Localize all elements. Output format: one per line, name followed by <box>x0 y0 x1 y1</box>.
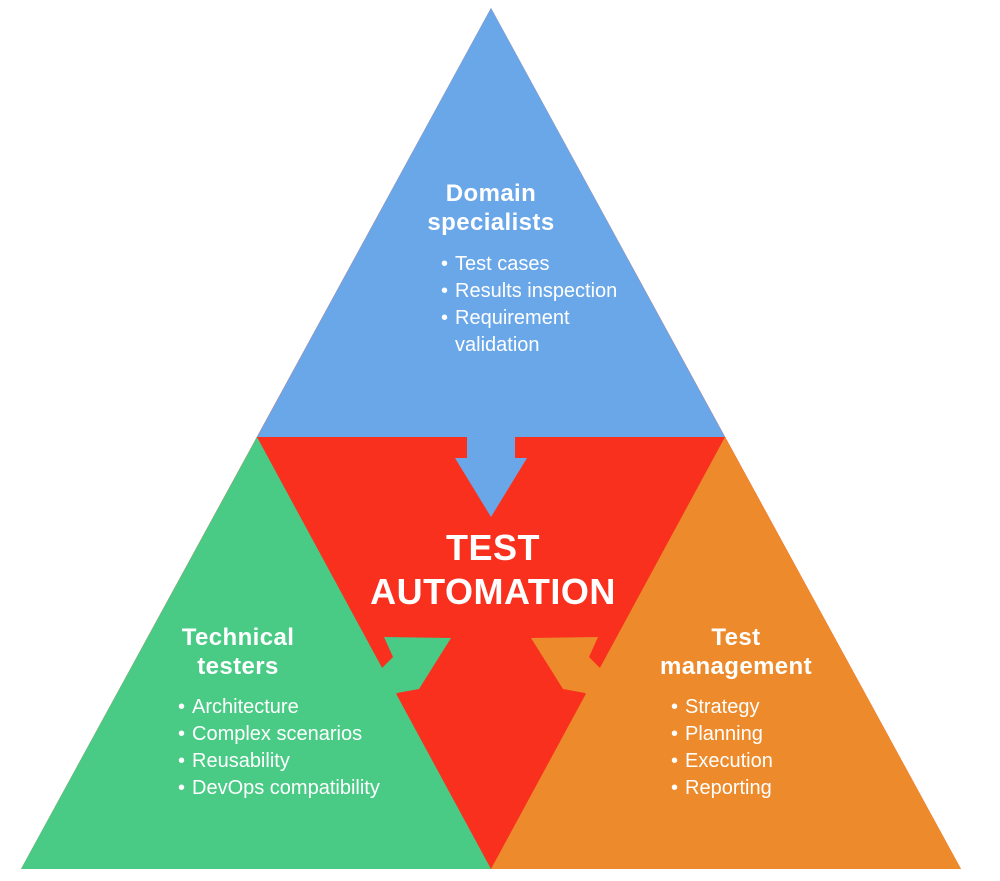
technical-testers-heading-line2: testers <box>197 653 279 680</box>
bullet-text: Test cases <box>455 253 550 275</box>
bullet-text: Strategy <box>685 696 760 718</box>
technical-testers-heading-line1: Technical <box>181 624 295 651</box>
list-item: • Strategy <box>671 694 891 721</box>
domain-specialists-heading: Domain specialists <box>341 179 641 237</box>
list-item: • Requirement validation <box>441 305 646 359</box>
bullet-text: DevOps compatibility <box>192 777 380 799</box>
orange-up-left-arrow-icon <box>531 637 709 813</box>
center-title-line1: TEST <box>445 527 540 568</box>
technical-testers-bullet-list: • Architecture • Complex scenarios • Reu… <box>178 694 418 802</box>
bullet-icon: • <box>178 777 186 799</box>
list-item: • Execution <box>671 748 891 775</box>
bullet-icon: • <box>671 696 679 718</box>
bullet-text: Reporting <box>685 777 772 799</box>
list-item: • Reusability <box>178 748 418 775</box>
list-item: • Reporting <box>671 775 891 802</box>
bullet-icon: • <box>671 750 679 772</box>
test-management-bullet-list: • Strategy • Planning • Execution • Repo… <box>671 694 891 802</box>
test-management-heading: Test management <box>586 623 886 681</box>
bullet-text: Results inspection <box>455 280 618 302</box>
bullet-text: Complex scenarios <box>192 723 363 745</box>
blue-down-arrow-icon <box>455 396 527 517</box>
domain-specialists-heading-line1: Domain <box>445 180 537 207</box>
bullet-icon: • <box>178 696 186 718</box>
domain-specialists-heading-line2: specialists <box>427 209 555 236</box>
bullet-text: Execution <box>685 750 773 772</box>
center-title: TEST AUTOMATION <box>243 526 743 614</box>
list-item: • Architecture <box>178 694 418 721</box>
list-item: • Test cases <box>441 251 646 278</box>
bullet-icon: • <box>671 723 679 745</box>
list-item: • Planning <box>671 721 891 748</box>
test-management-heading-line2: management <box>659 653 813 680</box>
list-item: • DevOps compatibility <box>178 775 418 802</box>
green-technical-testers-section-shape <box>21 437 491 869</box>
domain-specialists-bullet-list: • Test cases • Results inspection • Requ… <box>441 251 646 359</box>
bullet-icon: • <box>671 777 679 799</box>
bullet-text: Reusability <box>192 750 290 772</box>
bullet-icon: • <box>178 750 186 772</box>
list-item: • Results inspection <box>441 278 646 305</box>
center-title-line2: AUTOMATION <box>370 571 616 612</box>
blue-domain-specialists-section-shape <box>257 8 725 437</box>
bullet-text: Requirement validation <box>455 307 570 356</box>
technical-testers-heading: Technical testers <box>88 623 388 681</box>
bullet-text: Planning <box>685 723 763 745</box>
green-up-right-arrow-icon <box>273 637 451 813</box>
bullet-icon: • <box>441 307 449 329</box>
orange-test-management-section-shape <box>491 437 961 869</box>
bullet-icon: • <box>441 253 449 275</box>
test-management-heading-line1: Test <box>711 624 761 651</box>
list-item: • Complex scenarios <box>178 721 418 748</box>
bullet-icon: • <box>441 280 449 302</box>
bullet-text: Architecture <box>192 696 299 718</box>
bullet-icon: • <box>178 723 186 745</box>
